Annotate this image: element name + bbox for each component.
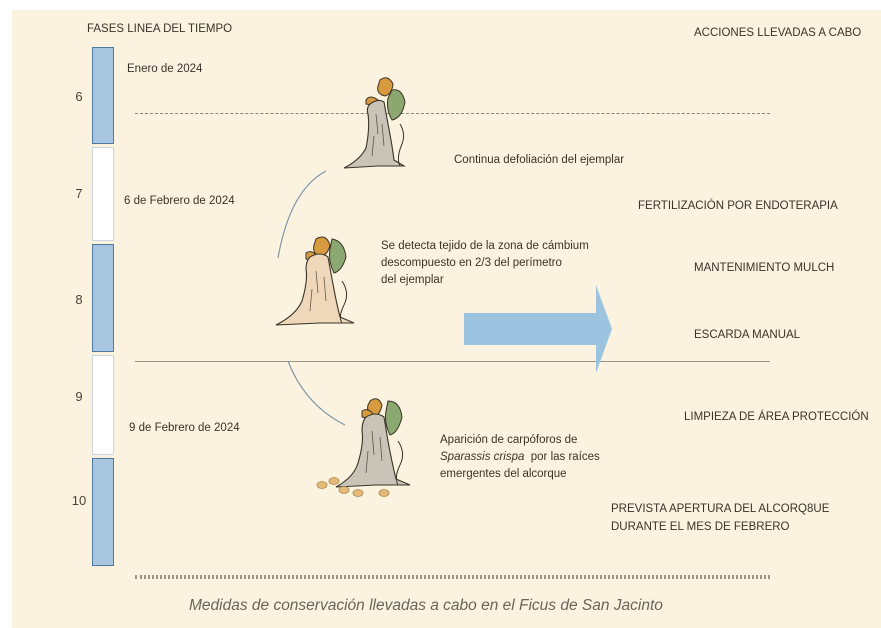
bottom-separator xyxy=(135,575,770,579)
separator-line xyxy=(135,361,770,362)
planned-line: DURANTE EL MES DE FEBRERO xyxy=(611,521,790,533)
date-january: Enero de 2024 xyxy=(127,63,203,75)
timeline-bar-phase-10 xyxy=(92,458,114,566)
tree-icon xyxy=(343,77,406,169)
observation-text: por las raíces xyxy=(524,451,600,463)
observation-cambium: Se detecta tejido de la zona de cámbium … xyxy=(381,238,589,289)
timeline-bar-phase-9 xyxy=(92,355,114,455)
tree-icon xyxy=(275,236,355,326)
phase-number: 7 xyxy=(75,186,83,201)
phase-number: 6 xyxy=(75,89,83,104)
observation-defoliation: Continua defoliación del ejemplar xyxy=(454,154,625,166)
arrow-right-icon xyxy=(464,285,612,373)
observation-line: del ejemplar xyxy=(381,274,444,286)
actions-header: ACCIONES LLEVADAS A CABO xyxy=(694,27,862,39)
observation-line: Aparición de carpóforos de xyxy=(440,434,578,446)
observation-line: Sparassis crispa por las raíces xyxy=(440,449,600,466)
date-february-6: 6 de Febrero de 2024 xyxy=(124,195,235,207)
caption: Medidas de conservación llevadas a cabo … xyxy=(189,597,663,614)
action-item: ESCARDA MANUAL xyxy=(694,329,801,341)
planned-line: PREVISTA APERTURA DEL ALCORQ8UE xyxy=(611,503,830,515)
action-item: FERTILIZACIÓN POR ENDOTERAPIA xyxy=(638,200,838,212)
timeline-bar-phase-6 xyxy=(92,47,114,144)
observation-line: emergentes del alcorque xyxy=(440,468,567,480)
tree-icon xyxy=(316,398,411,497)
phase-number: 10 xyxy=(71,493,87,508)
planned-action: PREVISTA APERTURA DEL ALCORQ8UE DURANTE … xyxy=(611,500,829,536)
timeline-header: FASES LINEA DEL TIEMPO xyxy=(87,23,233,35)
action-item: LIMPIEZA DE ÁREA PROTECCIÓN xyxy=(684,411,869,423)
dotted-separator xyxy=(135,113,770,114)
action-item: MANTENIMIENTO MULCH xyxy=(694,262,835,274)
species-name: Sparassis crispa xyxy=(440,451,525,463)
phase-number: 9 xyxy=(75,389,83,404)
observation-line: Se detecta tejido de la zona de cámbium xyxy=(381,240,589,252)
observation-line: descompuesto en 2/3 del perímetro xyxy=(381,257,562,269)
phase-number: 8 xyxy=(75,292,83,307)
timeline-bar-phase-8 xyxy=(92,244,114,352)
timeline-bar-phase-7 xyxy=(92,147,114,241)
observation-fungi: Aparición de carpóforos de Sparassis cri… xyxy=(440,432,600,483)
date-february-9: 9 de Febrero de 2024 xyxy=(129,422,240,434)
